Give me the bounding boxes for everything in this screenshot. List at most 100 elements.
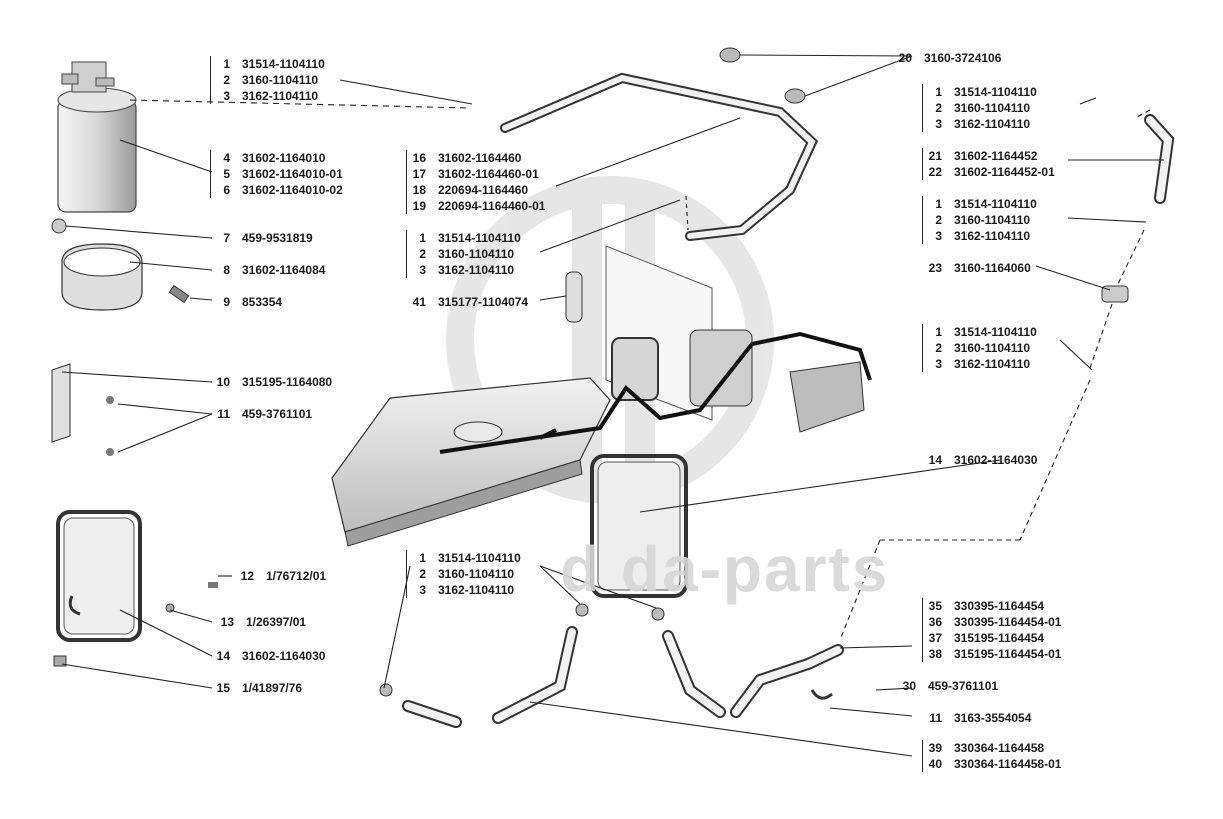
callout-number: 3 <box>935 357 942 371</box>
callout-number: 14 <box>216 649 230 663</box>
pipe-clip <box>810 689 833 700</box>
callout-number: 35 <box>928 599 942 613</box>
part-number: 3162-1104110 <box>242 89 319 103</box>
part-number: 31602-1164460 <box>438 151 522 165</box>
fuel-line <box>539 428 557 440</box>
callout-label: 2 3160-1104110 <box>410 566 514 582</box>
callout-number: 2 <box>419 567 426 581</box>
part-number: 31602-1164030 <box>954 453 1038 467</box>
callout-number: 13 <box>220 615 234 629</box>
callout-number: 30 <box>902 679 916 693</box>
part-number: 3160-3724106 <box>924 51 1002 65</box>
callout-number: 14 <box>928 453 942 467</box>
part-number: 1/26397/01 <box>246 615 307 629</box>
callout-number: 1 <box>223 57 230 71</box>
callout-label: 1 31514-1104110 <box>214 56 325 72</box>
callout-number: 12 <box>240 569 254 583</box>
callout-number: 3 <box>223 89 230 103</box>
callout-label: 11 3163-3554054 <box>926 710 1031 726</box>
callout-label: 14 31602-1164030 <box>926 452 1038 468</box>
callout-number: 36 <box>928 615 942 629</box>
part-number: 330364-1164458 <box>954 741 1045 755</box>
part-number: 3160-1104110 <box>438 567 515 581</box>
callout-label: 20 3160-3724106 <box>896 50 1002 66</box>
callout-bracket <box>922 196 923 244</box>
gasket-left <box>53 510 218 667</box>
callout-bracket <box>922 740 923 772</box>
fuel-tank <box>331 377 611 547</box>
fuel-pump-assembly <box>689 329 865 433</box>
watermark-text: d da-parts <box>560 533 890 605</box>
callout-number: 4 <box>223 151 230 165</box>
part-number: 330395-1164454 <box>954 599 1045 613</box>
part-number: 3160-1104110 <box>954 341 1031 355</box>
callout-number: 16 <box>412 151 426 165</box>
part-number: 1/41897/76 <box>242 681 303 695</box>
part-number: 3160-1104110 <box>438 247 515 261</box>
part-number: 220694-1164460-01 <box>438 199 546 213</box>
fuel-line <box>439 331 872 454</box>
callout-label: 16 31602-1164460 <box>410 150 522 166</box>
callout-number: 20 <box>898 51 912 65</box>
part-number: 3162-1104110 <box>954 117 1031 131</box>
callout-bracket <box>210 150 211 198</box>
part-number: 315195-1164454 <box>954 631 1045 645</box>
callout-number: 18 <box>412 183 426 197</box>
callout-bracket <box>922 324 923 372</box>
callout-number: 1 <box>935 197 942 211</box>
callout-number: 40 <box>928 757 942 771</box>
callout-number: 15 <box>216 681 230 695</box>
callout-number: 37 <box>928 631 942 645</box>
callout-number: 23 <box>928 261 942 275</box>
callout-label: 2 3160-1104110 <box>410 246 514 262</box>
callout-label: 3 3162-1104110 <box>214 88 318 104</box>
callout-label: 12 1/76712/01 <box>238 568 326 584</box>
callout-number: 3 <box>935 117 942 131</box>
part-number: 3163-3554054 <box>954 711 1032 725</box>
part-number: 853354 <box>242 295 283 309</box>
part-number: 459-3761101 <box>928 679 999 693</box>
callout-number: 21 <box>928 149 942 163</box>
part-number: 31514-1104110 <box>954 85 1037 99</box>
part-number: 1/76712/01 <box>266 569 327 583</box>
hose-clamp <box>575 603 589 617</box>
part-number: 3162-1104110 <box>954 229 1031 243</box>
part-number: 31602-1164084 <box>242 263 326 277</box>
part-number: 31514-1104110 <box>242 57 325 71</box>
callout-number: 2 <box>935 101 942 115</box>
callout-number: 5 <box>223 167 230 181</box>
callout-number: 39 <box>928 741 942 755</box>
part-number: 3160-1104110 <box>242 73 319 87</box>
callout-number: 3 <box>419 263 426 277</box>
hose-clamp <box>651 607 665 621</box>
hose-clamp <box>719 47 741 63</box>
callout-number: 2 <box>419 247 426 261</box>
callout-bracket <box>406 230 407 278</box>
part-number: 31602-1164452-01 <box>954 165 1055 179</box>
hose-strap <box>565 271 583 323</box>
callout-number: 11 <box>929 711 942 725</box>
callout-label: 30 459-3761101 <box>900 678 998 694</box>
callout-number: 19 <box>412 199 426 213</box>
